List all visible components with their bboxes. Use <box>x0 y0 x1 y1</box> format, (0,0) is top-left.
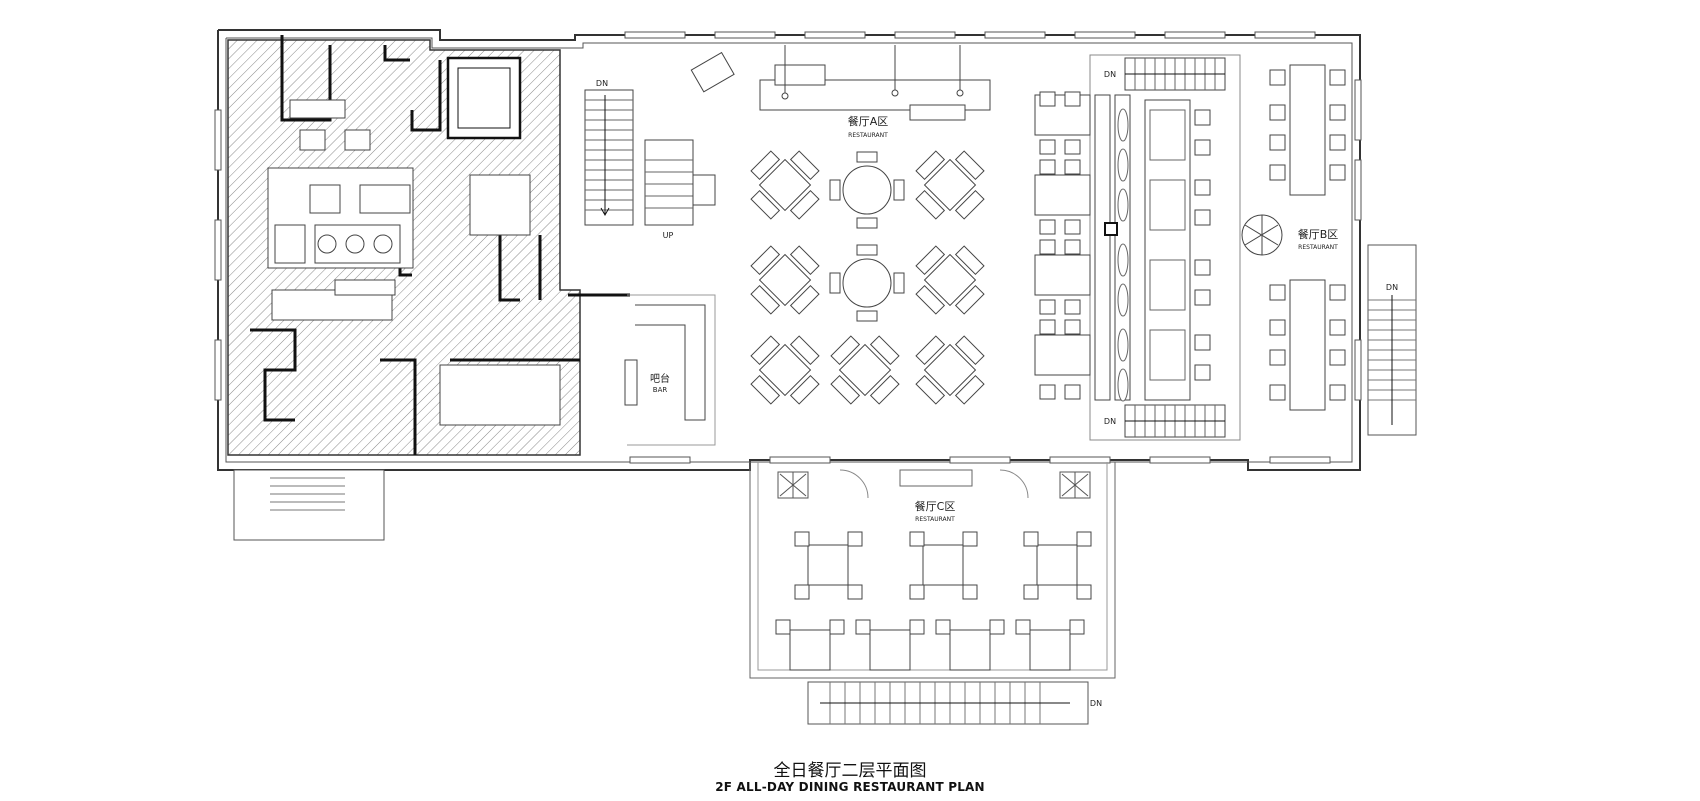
restaurant-c-label-en: RESTAURANT <box>915 516 955 523</box>
bar-label-cn: 吧台 <box>650 372 670 385</box>
main-stair-dn-label: DN <box>596 79 608 88</box>
restaurant-a-tables <box>750 150 985 405</box>
bar-label-en: BAR <box>653 386 668 394</box>
main-stair <box>584 89 716 226</box>
window-strips <box>214 31 1362 464</box>
restaurant-a-label-en: RESTAURANT <box>848 132 888 139</box>
terrace-stair <box>807 681 1089 725</box>
plan-title-en: 2F ALL-DAY DINING RESTAURANT PLAN <box>715 780 985 794</box>
restaurant-c-label-cn: 餐厅C区 <box>915 499 956 513</box>
b-top-stair-dn-label: DN <box>1104 70 1116 79</box>
restaurant-c-terrace <box>749 462 1116 679</box>
elevator-core <box>446 56 522 140</box>
bar-counter <box>624 294 716 446</box>
restaurant-a-banquette <box>690 45 991 121</box>
restaurant-b-label-en: RESTAURANT <box>1298 244 1338 251</box>
side-stair <box>1367 244 1417 436</box>
restaurant-b-booths <box>1034 54 1346 441</box>
restaurant-a-label-cn: 餐厅A区 <box>848 114 889 128</box>
restaurant-b-label-cn: 餐厅B区 <box>1298 227 1339 241</box>
side-stair-dn-label: DN <box>1386 283 1398 292</box>
kitchen-zone <box>227 35 630 456</box>
restaurant-c-tables <box>775 471 1092 671</box>
b-bottom-stair-dn-label: DN <box>1104 417 1116 426</box>
restaurant-b-stairs <box>1124 57 1226 438</box>
main-stair-up-label: UP <box>663 231 674 240</box>
lower-left-stair <box>233 469 385 541</box>
terrace-stair-dn-label: DN <box>1090 699 1102 708</box>
plan-title-cn: 全日餐厅二层平面图 <box>773 761 927 781</box>
